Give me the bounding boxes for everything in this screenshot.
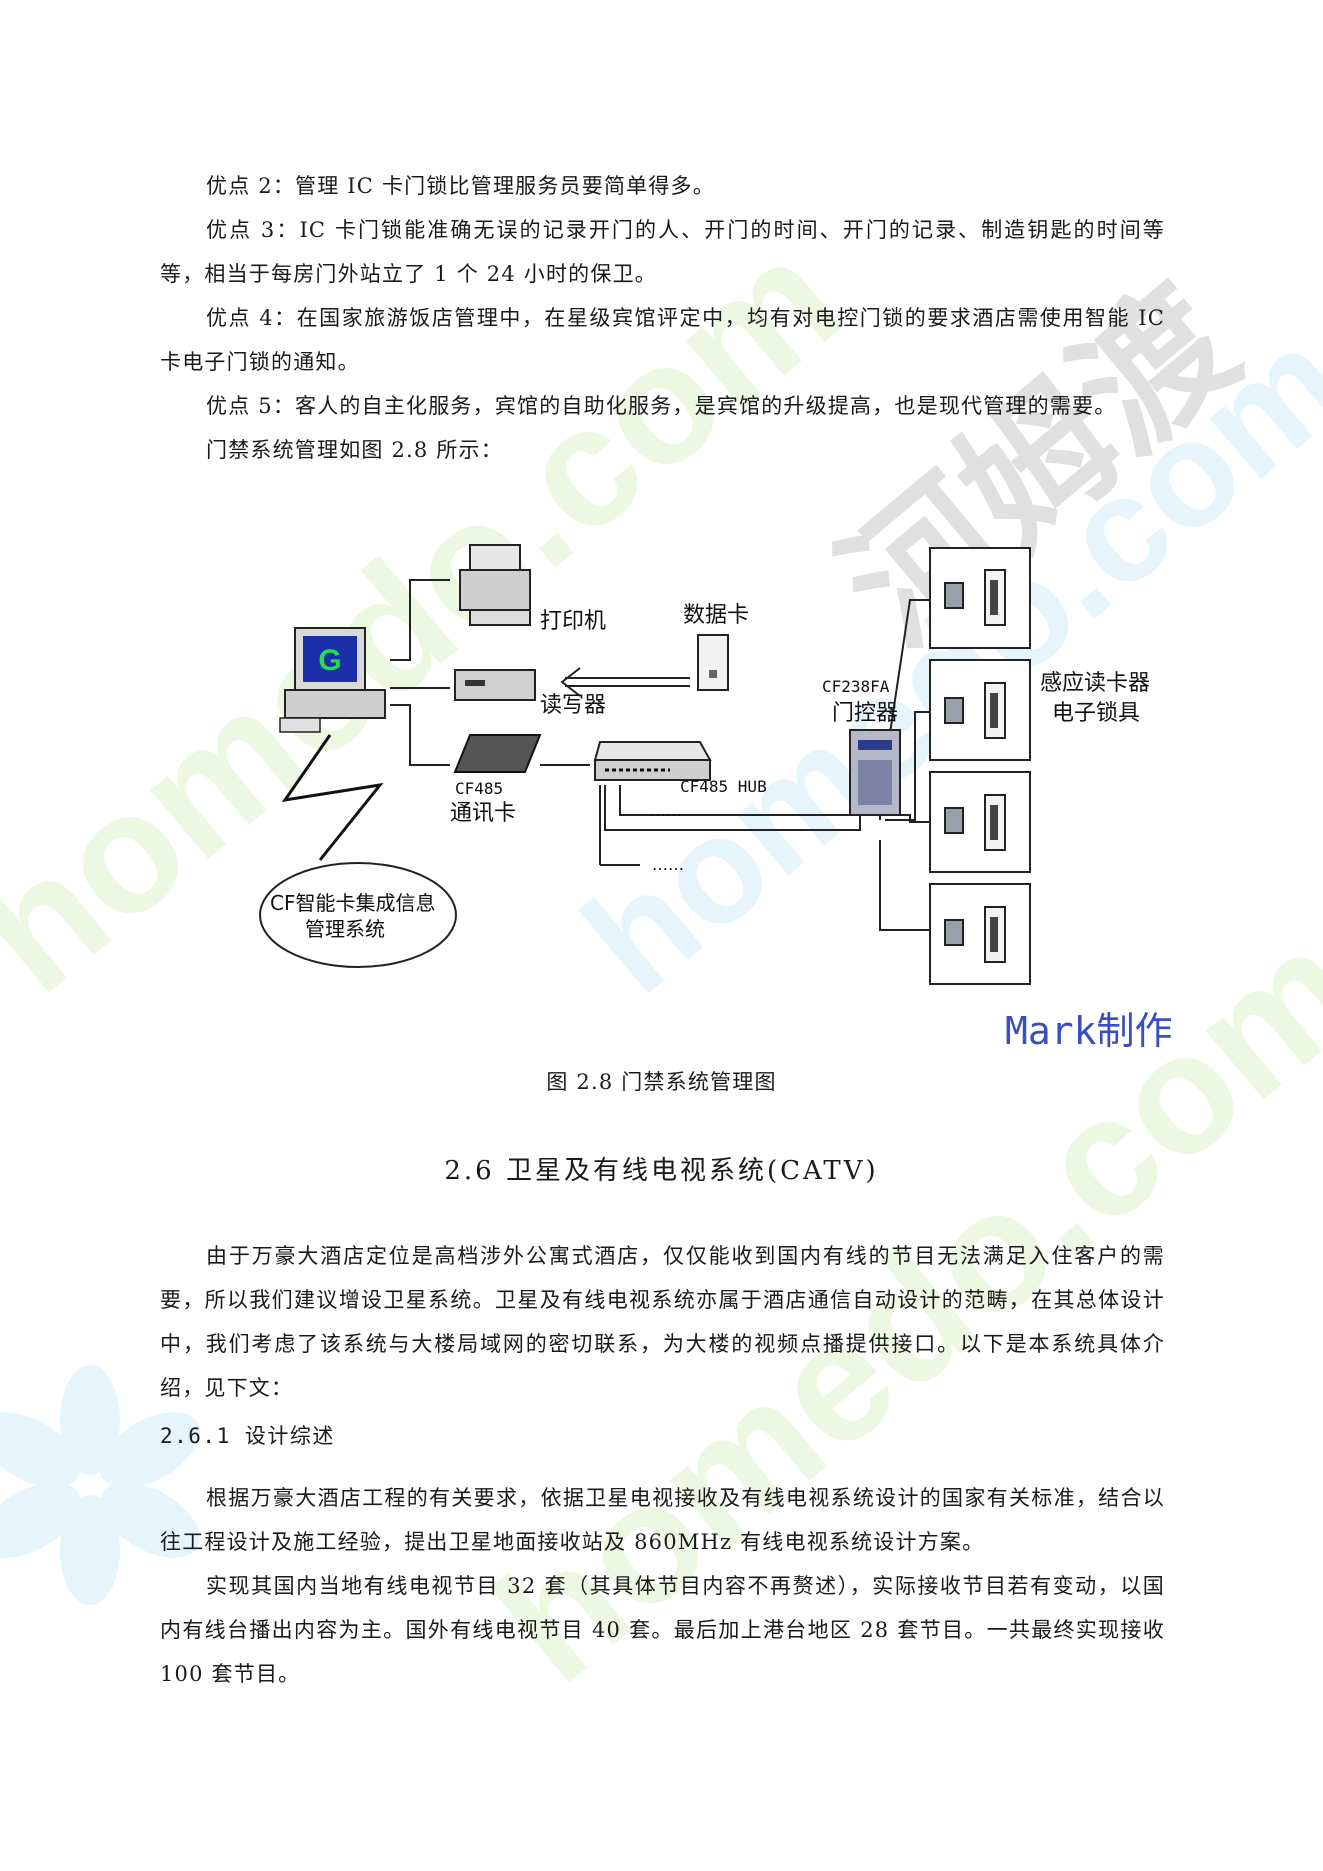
system-label-line-2: 管理系统 <box>305 917 385 941</box>
door-controller-label: 门控器 <box>832 701 898 726</box>
lock-box-4 <box>929 883 1031 985</box>
monitor-logo: G <box>318 644 341 677</box>
mark-signature: Mark制作 <box>1005 1009 1173 1053</box>
card-reader-icon <box>454 669 536 701</box>
door-controller-model-label: CF238FA <box>822 677 890 696</box>
reader-writer-label: 读写器 <box>540 693 606 718</box>
data-card-label: 数据卡 <box>683 603 749 628</box>
system-label-line-1: CF智能卡集成信息 <box>270 891 435 915</box>
door-controller-icon <box>849 729 901 816</box>
paragraph-channels: 实现其国内当地有线电视节目 32 套（其具体节目内容不再赘述），实际接收节目若有… <box>160 1574 1165 1686</box>
data-card-icon <box>697 634 729 691</box>
management-system-ellipse <box>259 862 457 968</box>
paragraph-advantage-3: 优点 3：IC 卡门锁能准确无误的记录开门的人、开门的时间、开门的记录、制造钥匙… <box>160 218 1165 286</box>
paragraph-design-basis: 根据万豪大酒店工程的有关要求，依据卫星电视接收及有线电视系统设计的国家有关标准，… <box>160 1486 1165 1554</box>
subsection-title: 2.6.1 设计综述 <box>160 1424 335 1448</box>
paragraph-figure-intro: 门禁系统管理如图 2.8 所示： <box>206 438 503 462</box>
lock-box-3 <box>929 771 1031 873</box>
lock-label-lock: 电子锁具 <box>1052 701 1140 726</box>
paragraph-advantage-4: 优点 4：在国家旅游饭店管理中，在星级宾馆评定中，均有对电控门锁的要求酒店需使用… <box>160 306 1165 374</box>
printer-icon <box>459 544 531 626</box>
section-title: 2.6 卫星及有线电视系统(CATV) <box>444 1156 879 1186</box>
paragraph-catv-intro: 由于万豪大酒店定位是高档涉外公寓式酒店，仅仅能收到国内有线的节目无法满足入住客户… <box>160 1244 1165 1400</box>
dots-2: …… <box>652 855 684 874</box>
comm-card-icon <box>453 734 542 773</box>
lock-label-reader: 感应读卡器 <box>1040 671 1150 696</box>
comm-card-label: 通讯卡 <box>450 801 516 826</box>
dots-1: …… <box>650 801 682 820</box>
arrow-icon <box>560 667 690 697</box>
figure-caption: 图 2.8 门禁系统管理图 <box>546 1070 777 1094</box>
comm-card-model-label: CF485 <box>455 779 503 798</box>
hub-icon <box>593 741 712 781</box>
paragraph-advantage-2: 优点 2：管理 IC 卡门锁比管理服务员要简单得多。 <box>206 174 715 198</box>
paragraph-advantage-5: 优点 5：客人的自主化服务，宾馆的自助化服务，是宾馆的升级提高，也是现代管理的需… <box>206 394 1117 418</box>
lock-box-2 <box>929 659 1031 761</box>
access-control-diagram: G 打印机 数据卡 读写器 CF485 通讯卡 <box>259 544 1150 985</box>
printer-label: 打印机 <box>540 609 606 634</box>
lock-box-1 <box>929 547 1031 649</box>
hub-label: CF485 HUB <box>680 777 767 796</box>
lightning-icon <box>281 734 384 861</box>
computer-icon: G <box>279 627 386 733</box>
